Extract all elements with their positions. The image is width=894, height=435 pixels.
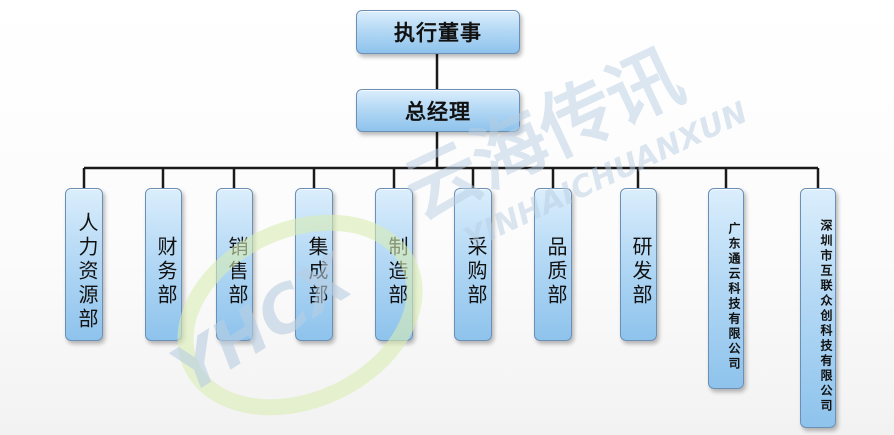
node-dept-quality: 品质部 [534,188,572,341]
node-dept-manufacturing: 制造部 [375,188,413,341]
node-executive-director: 执行董事 [356,10,520,54]
node-dept-integration: 集成部 [295,188,333,341]
node-dept-purchasing: 采购部 [454,188,492,341]
node-dept-rnd: 研发部 [620,188,657,341]
node-dept-finance: 财务部 [145,188,182,341]
node-general-manager: 总经理 [356,89,520,132]
node-subsidiary-guangdong: 广东通云科技有限公司 [708,188,744,389]
node-dept-sales: 销售部 [216,188,253,341]
node-subsidiary-shenzhen: 深圳市互联众创科技有限公司 [800,188,836,428]
node-dept-hr: 人力资源部 [65,188,103,341]
